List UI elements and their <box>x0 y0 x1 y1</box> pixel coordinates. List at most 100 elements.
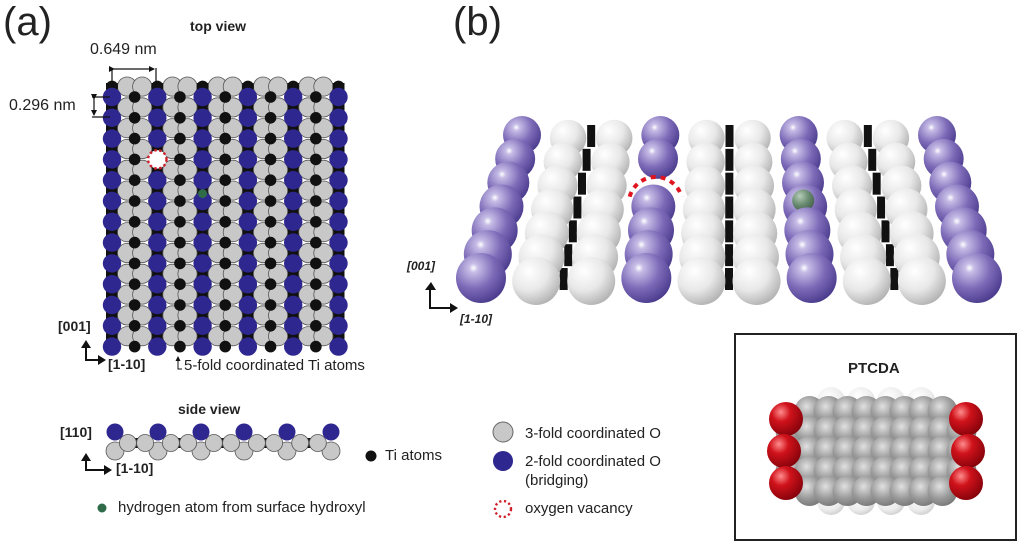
bridging-o-atom <box>193 275 212 294</box>
bridging-o-atom <box>284 212 303 231</box>
bridging-o-atom <box>102 191 122 211</box>
five-fold-ti-atom <box>264 278 277 291</box>
bridging-o-atom <box>148 254 167 273</box>
five-fold-ti-atom <box>219 236 232 249</box>
bridging-o-atom <box>193 212 212 231</box>
five-fold-ti-atom <box>219 257 232 270</box>
panel-label-b: (b) <box>453 0 502 44</box>
five-fold-ti-atom <box>310 91 322 103</box>
top-view-axis-arrows <box>85 345 100 361</box>
five-fold-ti-atom <box>128 112 141 124</box>
five-fold-ti-atom <box>219 91 232 103</box>
bridging-o-atom <box>329 171 348 190</box>
three-fold-o-atom <box>222 263 243 284</box>
bridging-o-atom <box>193 87 212 107</box>
legend-hydrogen-icon <box>97 503 107 513</box>
bridging-o-atom <box>284 295 303 315</box>
bridging-o-atom <box>329 295 348 315</box>
bridging-o-atom <box>284 108 303 128</box>
perspective-ti-atom <box>890 268 899 290</box>
bridging-o-atom <box>193 233 212 252</box>
perspective-ti-atom <box>587 125 596 147</box>
five-fold-ti-atom <box>264 195 277 207</box>
oxygen-vacancy-marker <box>146 148 168 170</box>
three-fold-o-atom <box>222 97 243 118</box>
five-fold-ti-atom <box>264 174 277 186</box>
bridging-o-atom <box>238 233 258 252</box>
bridging-o-atom <box>284 337 303 356</box>
side-three-fold-o-atom <box>119 434 137 452</box>
bridging-o-atom <box>193 150 212 169</box>
five-fold-ti-atom <box>174 320 186 332</box>
five-fold-ti-atom <box>310 257 322 270</box>
bridging-o-atom <box>238 87 258 107</box>
legend-2fold-o-label: 2-fold coordinated O <box>525 453 661 470</box>
legend-symbols <box>97 421 514 519</box>
three-fold-o-atom <box>313 97 334 118</box>
bridging-o-atom <box>284 87 303 107</box>
side-view-axis-110: [110] <box>60 424 92 440</box>
perspective-three-fold-o-atom <box>512 257 561 305</box>
three-fold-o-atom <box>313 138 334 159</box>
five-fold-ti-atom <box>128 320 141 332</box>
dimension-vertical-label: 0.296 nm <box>9 97 76 114</box>
three-fold-o-atom <box>222 201 243 222</box>
bridging-o-atom <box>329 316 348 335</box>
side-view-axis-arrows <box>85 458 106 471</box>
perspective-ti-atom <box>559 268 568 290</box>
three-fold-o-atom <box>222 326 243 347</box>
three-fold-o-atom <box>222 180 243 201</box>
five-fold-ti-atom <box>219 299 232 311</box>
bridging-o-atom <box>102 129 122 148</box>
five-fold-ti-atom <box>174 340 186 353</box>
bridging-o-atom <box>102 171 122 190</box>
five-fold-ti-atom <box>310 153 322 166</box>
bridging-o-atom <box>329 212 348 231</box>
perspective-three-fold-o-atom <box>677 257 726 305</box>
ti-annotation-arrow-head <box>175 356 181 361</box>
side-bridging-o-atom <box>278 423 296 441</box>
three-fold-o-atom <box>132 159 153 180</box>
bridging-o-atom <box>284 254 303 273</box>
five-fold-ti-atom <box>128 236 141 249</box>
three-fold-o-atom <box>268 284 289 305</box>
five-fold-ti-atom <box>174 195 186 207</box>
bridging-o-atom <box>193 191 212 211</box>
three-fold-o-atom <box>268 263 289 284</box>
bridging-o-atom <box>329 108 348 128</box>
bridging-o-atom <box>329 150 348 169</box>
five-fold-ti-atom <box>128 153 141 166</box>
perspective-bridging-o-atom <box>456 253 506 303</box>
five-fold-ti-atom <box>264 299 277 311</box>
bridging-o-atom <box>238 275 258 294</box>
top-view-title: top view <box>190 18 247 34</box>
legend-ti-icon <box>365 450 377 462</box>
perspective-ti-atom <box>881 220 890 243</box>
five-fold-ti-atom <box>128 257 141 270</box>
five-fold-ti-atom <box>310 216 322 228</box>
perspective-hydrogen-atom <box>792 189 815 212</box>
three-fold-o-atom <box>177 97 198 118</box>
bridging-o-atom <box>284 316 303 335</box>
perspective-three-fold-o-atom <box>897 257 946 305</box>
perspective-axis-1-10: [1-10] <box>460 312 493 326</box>
legend-vacancy-icon <box>493 499 513 519</box>
five-fold-ti-atom <box>264 153 277 166</box>
legend-2fold-o-icon <box>493 451 513 471</box>
panel-label-a: (a) <box>3 0 52 44</box>
side-lower-o-atom <box>105 441 125 461</box>
three-fold-o-atom <box>177 180 198 201</box>
perspective-ti-atom <box>725 196 734 219</box>
side-three-fold-o-atom <box>291 434 310 452</box>
side-view-axis-up-head <box>81 453 91 461</box>
three-fold-o-atom <box>177 159 198 180</box>
bridging-o-atom <box>193 254 212 273</box>
top-view-lattice <box>102 76 348 356</box>
perspective-ti-atom <box>725 125 734 147</box>
bridging-o-atom <box>102 150 122 169</box>
side-lower-o-atom <box>321 441 341 461</box>
five-fold-ti-atom <box>264 340 277 353</box>
ti-annotation-arrow <box>177 358 182 370</box>
five-fold-ti-atom <box>219 340 232 353</box>
side-three-fold-o-atom <box>265 434 284 452</box>
